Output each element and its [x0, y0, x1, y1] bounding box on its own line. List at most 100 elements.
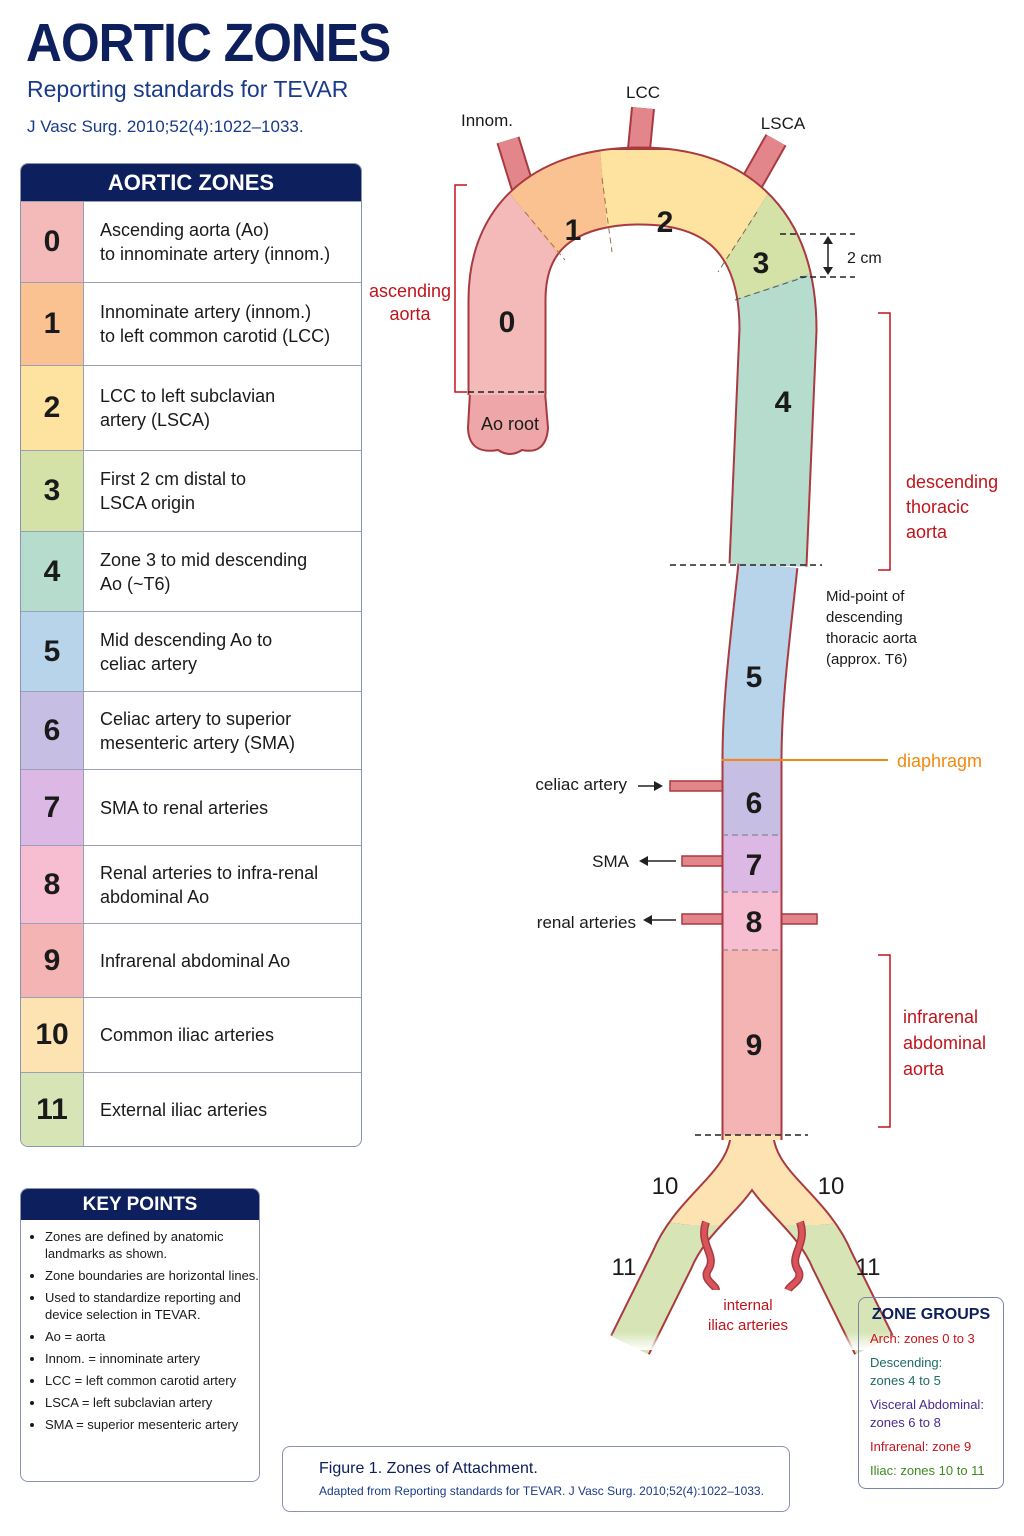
ascending-label-1: ascending — [369, 281, 451, 301]
figure-caption: Figure 1. Zones of Attachment. Adapted f… — [282, 1446, 790, 1512]
zone-description: LCC to left subclavian artery (LSCA) — [100, 386, 276, 430]
key-points-list: Zones are defined by anatomic landmarks … — [21, 1228, 259, 1433]
key-point: Zones are defined by anatomic landmarks … — [45, 1228, 259, 1262]
aorta-zone-6 — [723, 758, 781, 835]
key-point: Zone boundaries are horizontal lines. — [45, 1267, 259, 1284]
internal-iliac-label-1: internal — [723, 1297, 772, 1314]
aorta-zone-10 — [612, 1135, 892, 1225]
key-points-title: KEY POINTS — [21, 1189, 259, 1220]
zone-label-2: 2 — [657, 206, 674, 239]
region-brackets — [454, 184, 891, 1128]
zone-label-3: 3 — [753, 247, 770, 280]
zone-label-6: 6 — [746, 787, 763, 820]
zone-label-5: 5 — [746, 661, 763, 694]
descending-label-3: aorta — [906, 522, 948, 542]
key-point: LSCA = left subclavian artery — [45, 1394, 259, 1411]
key-point: Used to standardize reporting and device… — [45, 1289, 259, 1323]
zone-groups-box: ZONE GROUPS Arch: zones 0 to 3 Descending… — [858, 1297, 1004, 1489]
infrarenal-label-1: infrarenal — [903, 1007, 978, 1027]
diaphragm-label: diaphragm — [897, 751, 982, 771]
descending-label-1: descending — [906, 472, 998, 492]
aorta-zone-9 — [723, 950, 781, 1135]
aorta-zone-2 — [600, 150, 795, 316]
aorta-zone-4 — [650, 241, 816, 565]
aorta-zone-8 — [723, 892, 781, 950]
zone-number: 5 — [21, 612, 84, 691]
two-cm-label: 2 cm — [847, 250, 882, 267]
zone-label-10-left: 10 — [652, 1173, 679, 1200]
celiac-label: celiac artery — [535, 775, 627, 794]
zone-description: External iliac arteries — [100, 1099, 268, 1120]
zone-description: SMA to renal arteries — [100, 797, 269, 818]
aorta-zone-5 — [723, 565, 806, 758]
midpoint-label-4: (approx. T6) — [826, 651, 907, 668]
aorta-zone-11 — [612, 1210, 892, 1354]
zone-number: 0 — [21, 202, 84, 282]
lsca-label: LSCA — [761, 114, 806, 133]
internal-iliac-label-2: iliac arteries — [708, 1317, 788, 1334]
left-renal-artery — [681, 913, 727, 925]
zone-description: Celiac artery to superior mesenteric art… — [100, 708, 296, 753]
zone-number-labels: 0 1 2 3 4 5 6 7 8 9 10 10 11 11 — [499, 206, 881, 1281]
zone-group: Visceral Abdominal: zones 6 to 8 — [870, 1397, 984, 1430]
key-point: SMA = superior mesenteric artery — [45, 1416, 259, 1433]
zone-boundaries — [468, 177, 855, 1136]
zone-row-7: 7 SMA to renal arteries — [21, 769, 361, 845]
key-point: Innom. = innominate artery — [45, 1350, 259, 1367]
ao-root-label: Ao root — [481, 414, 539, 434]
zone-number: 1 — [21, 283, 84, 365]
zone-group: Arch: zones 0 to 3 — [870, 1331, 975, 1346]
zone-row-2: 2 LCC to left subclavian artery (LSCA) — [21, 365, 361, 450]
zone-row-0: 0 Ascending aorta (Ao) to innominate arte… — [21, 201, 361, 282]
zone-description: Infrarenal abdominal Ao — [100, 950, 291, 971]
zone-groups-title: ZONE GROUPS — [871, 1306, 991, 1323]
zone-label-0: 0 — [499, 306, 516, 339]
zone-number: 6 — [21, 692, 84, 769]
aorta-zone-7 — [723, 835, 781, 892]
zone-number: 9 — [21, 924, 84, 997]
caption-source: Adapted from Reporting standards for TEV… — [319, 1484, 764, 1498]
renal-label: renal arteries — [537, 913, 636, 932]
zone-number: 2 — [21, 366, 84, 450]
zone-description: Common iliac arteries — [100, 1025, 275, 1045]
key-points-box: KEY POINTS Zones are defined by anatomic… — [20, 1188, 260, 1482]
zone-row-9: 9 Infrarenal abdominal Ao — [21, 923, 361, 997]
table-title: AORTIC ZONES — [21, 164, 361, 201]
midpoint-label-1: Mid-point of — [826, 588, 905, 605]
zone-label-11-right: 11 — [856, 1254, 881, 1281]
aorta-zone-3 — [692, 150, 816, 316]
zone-number: 10 — [21, 998, 84, 1072]
zone-row-6: 6 Celiac artery to superior mesenteric ar… — [21, 691, 361, 769]
zone-label-4: 4 — [775, 386, 792, 419]
zone-label-10-right: 10 — [818, 1173, 845, 1200]
zone-row-10: 10 Common iliac arteries — [21, 997, 361, 1072]
zone-label-11-left: 11 — [612, 1254, 637, 1281]
zone-number: 8 — [21, 846, 84, 923]
zone-group: Iliac: zones 10 to 11 — [870, 1463, 985, 1478]
innom-label: Innom. — [461, 111, 513, 130]
zone-description: Zone 3 to mid descending Ao (~T6) — [100, 549, 308, 594]
right-renal-artery — [777, 913, 818, 925]
descending-label-2: thoracic — [906, 497, 969, 517]
zone-group: Descending: zones 4 to 5 — [870, 1355, 943, 1388]
zone-description: Ascending aorta (Ao) to innominate arter… — [100, 220, 331, 264]
zone-number: 3 — [21, 451, 84, 531]
zone-label-8: 8 — [746, 906, 763, 939]
citation: J Vasc Surg. 2010;52(4):1022–1033. — [27, 117, 304, 136]
zone-row-3: 3 First 2 cm distal to LSCA origin — [21, 450, 361, 531]
page-title: AORTIC ZONES — [26, 13, 391, 73]
zone-description: Innominate artery (innom.) to left commo… — [100, 302, 331, 346]
zone-label-7: 7 — [746, 849, 763, 882]
zone-description: Mid descending Ao to celiac artery — [100, 629, 273, 674]
zone-row-1: 1 Innominate artery (innom.) to left comm… — [21, 282, 361, 365]
zone-description: First 2 cm distal to LSCA origin — [100, 469, 247, 513]
zones-table: AORTIC ZONES 0 Ascending aorta (Ao) to in… — [20, 163, 362, 1147]
zone-label-1: 1 — [565, 214, 582, 247]
page-subtitle: Reporting standards for TEVAR — [27, 76, 349, 102]
zone-group: Infrarenal: zone 9 — [870, 1439, 972, 1454]
zone-number: 7 — [21, 770, 84, 845]
